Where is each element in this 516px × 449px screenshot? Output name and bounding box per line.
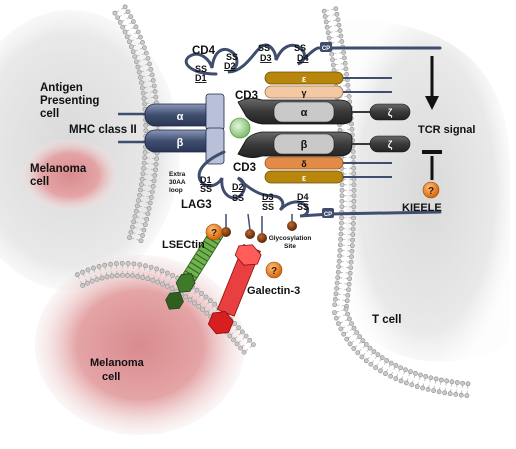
- extra-loop-label: Extra 30AA loop: [169, 171, 186, 194]
- cd4-cp-box: [320, 42, 332, 52]
- cd3-epsilon-bottom-label: ε: [302, 173, 307, 183]
- lag3-d1: D1: [200, 175, 212, 185]
- cd4-ss4: SS: [294, 43, 306, 53]
- cd4-d4: D4: [297, 53, 309, 63]
- lsectin-molecule: [165, 228, 224, 310]
- t-cell-receptor: α β ζ ζ: [237, 98, 411, 158]
- lag3-d2: D2: [232, 182, 244, 192]
- svg-text:cell: cell: [30, 176, 49, 188]
- svg-text:Melanoma: Melanoma: [90, 357, 145, 369]
- lag3-d3: D3: [262, 192, 274, 202]
- question-mark-kieele: ?: [422, 181, 440, 199]
- svg-text:Melanoma: Melanoma: [30, 163, 87, 175]
- glyco-dot-1: [221, 227, 231, 237]
- svg-text:Extra: Extra: [169, 171, 186, 178]
- cd4-d3: D3: [260, 53, 272, 63]
- cd4-ss3: SS: [258, 43, 270, 53]
- t-cell-label: T cell: [372, 314, 401, 326]
- mhc-class-ii-label: MHC class II: [69, 124, 137, 136]
- melanoma-upper-label: Melanoma cell: [30, 163, 87, 188]
- svg-text:?: ?: [211, 228, 217, 239]
- lag3-cp-label: CP: [324, 212, 332, 218]
- zeta-chain-bottom: [369, 135, 411, 153]
- melanoma-cell-lower: [35, 255, 245, 435]
- zeta-label-top: ζ: [388, 108, 393, 119]
- tcr-signal-label: TCR signal: [418, 124, 475, 136]
- cd4-cp-label: CP: [322, 46, 330, 52]
- cd3-delta-label: δ: [301, 159, 307, 169]
- cd3-bottom-complex: δ ε: [264, 156, 392, 184]
- cd3-epsilon-top-label: ε: [302, 74, 307, 84]
- tcr-signal-arrow: [425, 56, 439, 110]
- melanoma-cell-upper: [22, 139, 118, 211]
- galectin-3-molecule: [207, 244, 262, 335]
- cd4-d1: D1: [195, 73, 207, 83]
- svg-text:loop: loop: [169, 187, 183, 194]
- lsectin-label: LSECtin: [162, 239, 205, 251]
- cd4-ss1: SS: [195, 64, 207, 74]
- question-mark-galectin: ?: [265, 261, 283, 279]
- glycosylation-site-label: Glycosylation Site: [269, 235, 312, 250]
- svg-text:Glycosylation: Glycosylation: [269, 235, 312, 242]
- cd3-bottom-label: CD3: [233, 162, 256, 174]
- cd3-top-label: CD3: [235, 90, 258, 102]
- question-mark-lsectin: ?: [205, 223, 223, 241]
- lag3-label: LAG3: [181, 199, 212, 211]
- lag3-d4: D4: [297, 192, 309, 202]
- svg-text:cell: cell: [102, 371, 120, 383]
- lag3-cp-box: [322, 208, 334, 218]
- inhibition-bar: [422, 150, 442, 180]
- cd4-label: CD4: [192, 45, 216, 57]
- cd4-molecule: CP SS D1 SS D2 SS D3 SS D4: [184, 42, 442, 83]
- lag3-ss4: SS: [297, 202, 309, 212]
- mhc-alpha-label: α: [177, 111, 184, 123]
- zeta-label-bottom: ζ: [388, 140, 393, 151]
- apc-label: Antigen Presenting cell: [40, 82, 99, 120]
- svg-text:Site: Site: [284, 243, 296, 250]
- lag3-ss2: SS: [232, 193, 244, 203]
- mhc-class-ii: α β: [118, 93, 225, 165]
- svg-text:?: ?: [428, 186, 434, 197]
- cd3-top-complex: ε γ: [264, 71, 392, 99]
- cd3-gamma-label: γ: [301, 88, 306, 98]
- lag3-ss1: SS: [200, 184, 212, 194]
- cd4-ss2: SS: [226, 52, 238, 62]
- glyco-dot-3: [257, 233, 267, 243]
- svg-text:cell: cell: [40, 108, 59, 120]
- tcr-alpha-label: α: [301, 107, 308, 119]
- peptide-antigen: [229, 117, 251, 139]
- svg-text:Antigen: Antigen: [40, 82, 83, 94]
- galectin-3-label: Galectin-3: [247, 285, 300, 297]
- kieele-label: KIEELE: [402, 202, 442, 214]
- zeta-chain-top: [369, 103, 411, 121]
- glyco-dot-4: [287, 221, 297, 231]
- tcr-beta-label: β: [301, 139, 308, 151]
- svg-text:?: ?: [271, 266, 277, 277]
- mhc-beta-label: β: [177, 137, 184, 149]
- svg-text:Presenting: Presenting: [40, 95, 99, 107]
- melanoma-lower-label: Melanoma cell: [90, 357, 145, 383]
- glycosylation-sites: [221, 213, 297, 243]
- glyco-dot-2: [245, 229, 255, 239]
- lag3-molecule: CP D1 SS D2 SS D3 SS D4 SS: [197, 150, 442, 218]
- lag3-ss3: SS: [262, 202, 274, 212]
- cd4-d2: D2: [224, 61, 236, 71]
- svg-text:30AA: 30AA: [169, 179, 186, 186]
